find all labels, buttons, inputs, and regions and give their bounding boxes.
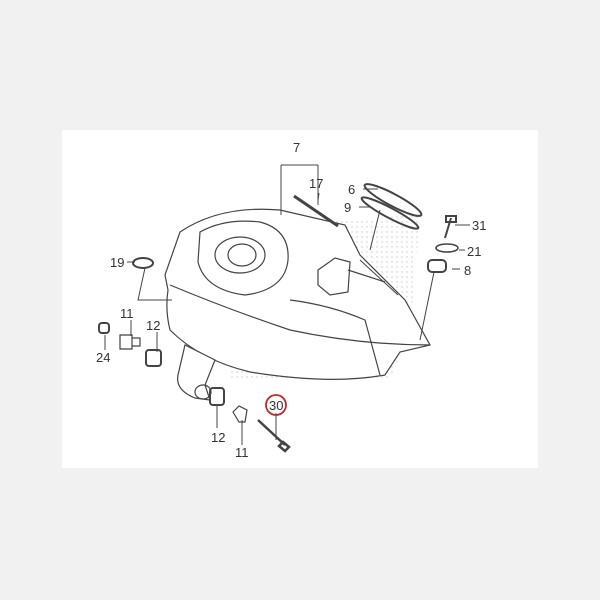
tank-mount-bracket bbox=[177, 344, 216, 401]
part-11-collar-lower bbox=[232, 405, 248, 423]
part-21-washer bbox=[435, 243, 459, 253]
fuel-tank bbox=[164, 208, 431, 380]
callout-7: 7 bbox=[293, 140, 300, 155]
part-30-bolt bbox=[257, 419, 291, 453]
callout-12-upper: 12 bbox=[146, 318, 160, 333]
callout-9: 9 bbox=[344, 200, 351, 215]
callout-30-highlighted[interactable]: 30 bbox=[269, 398, 283, 413]
part-6-ring bbox=[363, 183, 423, 217]
callout-21: 21 bbox=[467, 244, 481, 259]
callout-6: 6 bbox=[348, 182, 355, 197]
part-19-rubber bbox=[132, 257, 154, 269]
callout-11-upper: 11 bbox=[120, 306, 134, 321]
callout-8: 8 bbox=[464, 263, 471, 278]
part-12-bushing-lower bbox=[209, 387, 225, 406]
leader-lines bbox=[104, 164, 470, 445]
part-24-nut bbox=[98, 322, 110, 334]
highlight-circle bbox=[265, 394, 287, 416]
callout-17: 17 bbox=[309, 176, 323, 191]
part-11-collar-upper bbox=[119, 334, 141, 350]
part-31-bolt bbox=[444, 215, 457, 239]
callout-11-lower: 11 bbox=[235, 445, 249, 460]
callout-19: 19 bbox=[110, 255, 124, 270]
part-17-seal bbox=[293, 194, 339, 228]
callout-24: 24 bbox=[96, 350, 110, 365]
callout-12-lower: 12 bbox=[211, 430, 225, 445]
fuel-pump-unit bbox=[317, 257, 351, 296]
callout-31: 31 bbox=[472, 218, 486, 233]
part-9-gasket bbox=[360, 196, 420, 230]
part-8-rubber bbox=[427, 259, 447, 273]
part-12-bushing-upper bbox=[145, 349, 162, 367]
